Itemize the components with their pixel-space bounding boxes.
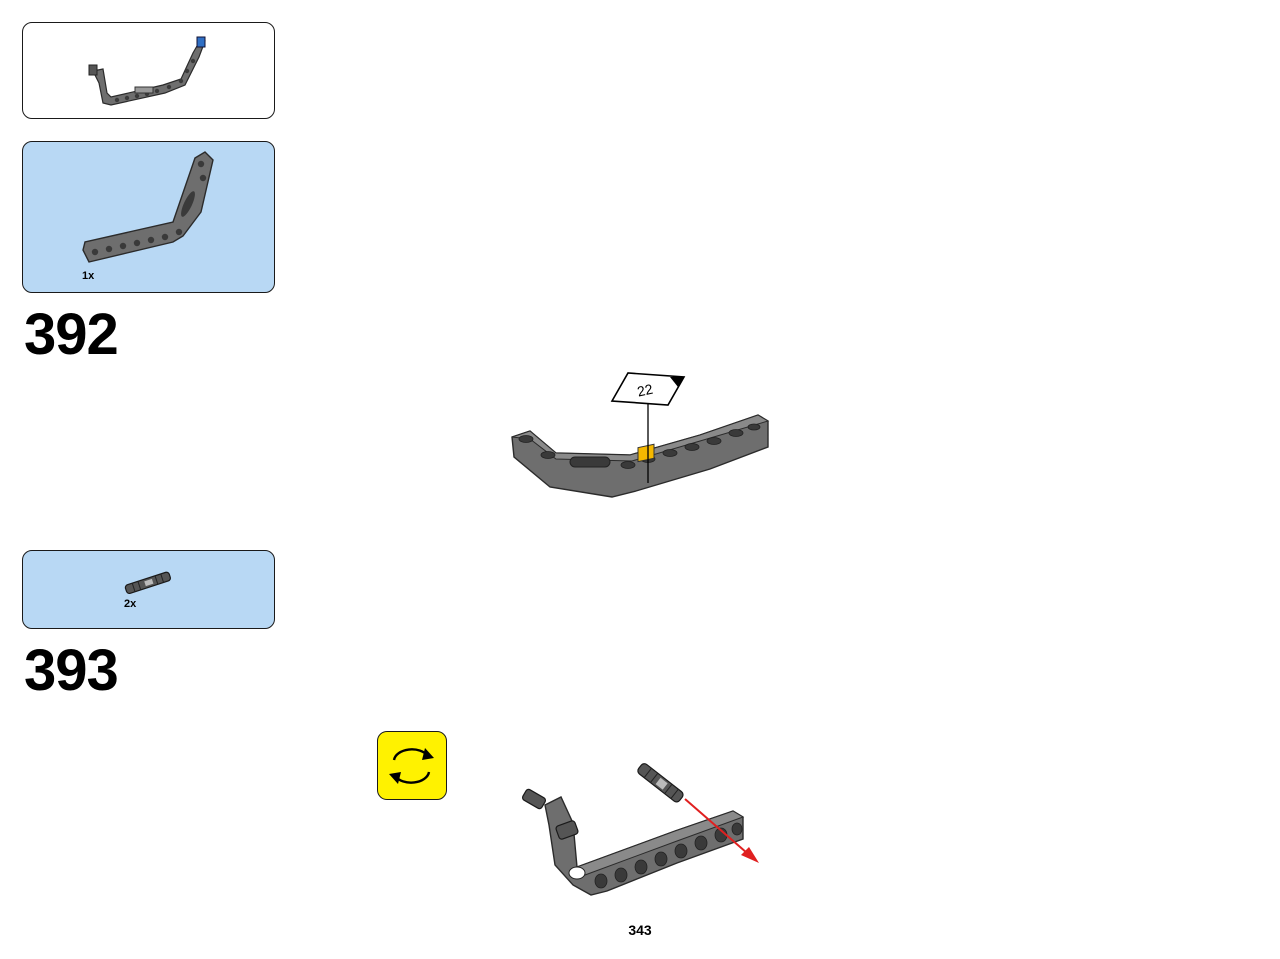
bent-beam-icon (82, 151, 214, 263)
rotate-model-icon (389, 748, 434, 784)
step-number: 393 (24, 638, 119, 703)
sticker-number: 22 (636, 381, 655, 400)
bent-beam-assembly-illustration: 22 (511, 372, 770, 498)
axle-pin-icon (124, 571, 171, 595)
parts-list-panel: 1x (22, 141, 275, 293)
frame-assembly-illustration (521, 763, 759, 896)
part-quantity: 2x (124, 598, 137, 610)
step-number: 392 (24, 302, 119, 367)
part-quantity: 1x (82, 270, 95, 282)
submodel-preview-panel (22, 22, 275, 119)
rotate-model-callout (377, 731, 447, 800)
parts-list-panel: 2x (22, 550, 275, 629)
submodel-icon (88, 36, 206, 106)
page-number: 343 (628, 922, 652, 938)
sticker-icon (637, 443, 655, 463)
